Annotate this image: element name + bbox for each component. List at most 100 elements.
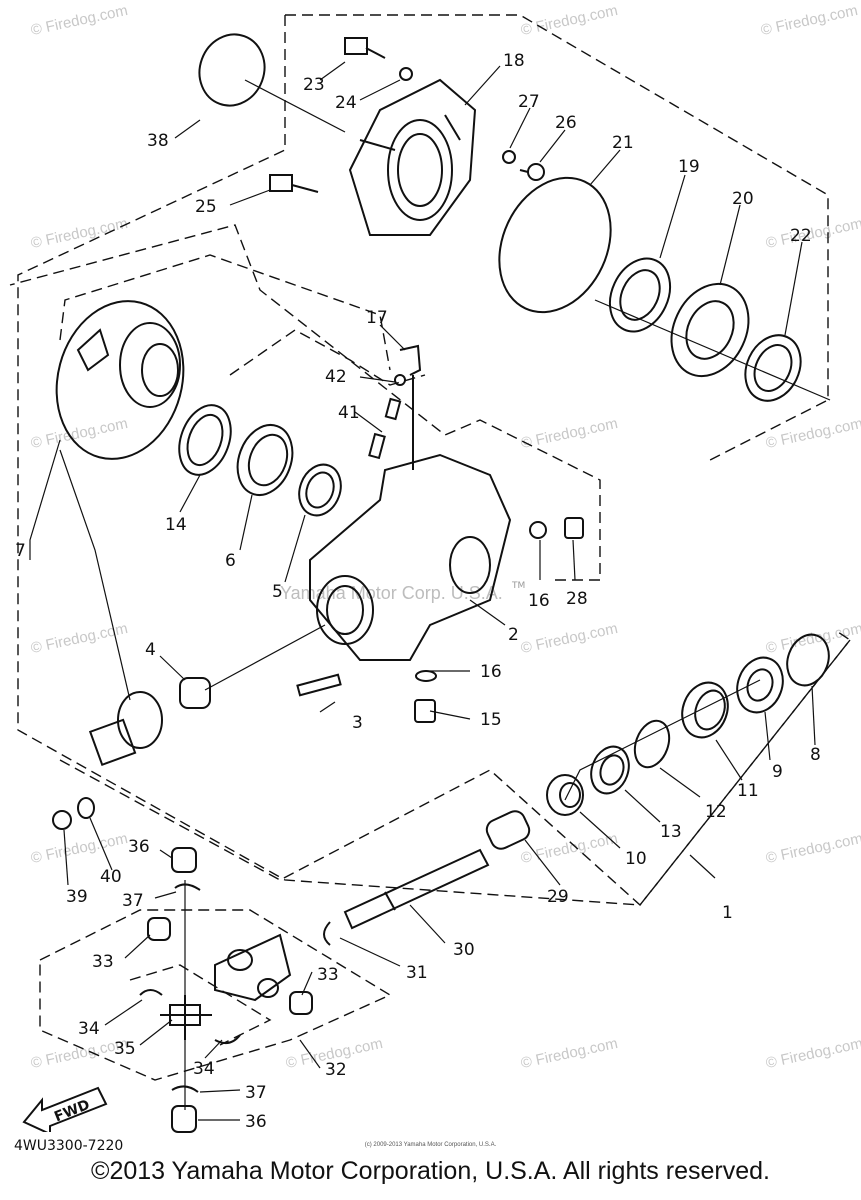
part-26-bolt bbox=[519, 163, 545, 181]
part-36-bearing-cup bbox=[171, 1105, 197, 1133]
part-36-bearing-cup bbox=[171, 847, 197, 873]
callout-39: 39 bbox=[66, 887, 88, 907]
part-12-o-ring bbox=[633, 719, 671, 769]
part-34-circlip bbox=[214, 1034, 241, 1045]
part-15-bolt bbox=[414, 699, 436, 723]
part-10-bearing bbox=[546, 774, 584, 816]
part-17-breather bbox=[399, 344, 422, 470]
callout-36: 36 bbox=[245, 1112, 267, 1132]
part-33-bearing bbox=[147, 917, 171, 941]
callout-37: 37 bbox=[122, 891, 144, 911]
part-4-bearing bbox=[179, 677, 211, 709]
callout-17: 17 bbox=[366, 308, 388, 328]
part-22-seal bbox=[744, 334, 802, 402]
callout-34: 34 bbox=[78, 1019, 100, 1039]
callout-1: 1 bbox=[722, 903, 733, 923]
small-copyright: (c) 2009-2013 Yamaha Motor Corporation, … bbox=[364, 1142, 497, 1148]
callout-31: 31 bbox=[406, 963, 428, 983]
callout-20: 20 bbox=[732, 189, 754, 209]
callout-37: 37 bbox=[245, 1083, 267, 1103]
part-29-bearing bbox=[485, 810, 531, 850]
part-41-pin bbox=[368, 397, 402, 460]
part-37-circlip bbox=[174, 883, 201, 891]
callout-33: 33 bbox=[92, 952, 114, 972]
part-30-drive-shaft bbox=[343, 848, 490, 930]
callout-40: 40 bbox=[100, 867, 122, 887]
part-7-pinion-gear bbox=[88, 691, 163, 767]
callout-7: 7 bbox=[15, 541, 26, 561]
callout-10: 10 bbox=[625, 849, 647, 869]
callout-27: 27 bbox=[518, 92, 540, 112]
part-5-seal bbox=[298, 463, 342, 517]
part-32-yoke bbox=[214, 933, 292, 1002]
callout-18: 18 bbox=[503, 51, 525, 71]
part-21-o-ring bbox=[498, 176, 612, 314]
part-33-bearing bbox=[289, 991, 313, 1015]
callout-8: 8 bbox=[810, 745, 821, 765]
part-24-washer bbox=[399, 67, 413, 81]
group-outline-gear bbox=[59, 254, 391, 371]
part-20-bearing bbox=[670, 282, 750, 378]
callout-13: 13 bbox=[660, 822, 682, 842]
part-3-stud bbox=[296, 673, 342, 697]
part-34-circlip bbox=[139, 989, 163, 996]
group-outline-1 bbox=[9, 224, 601, 581]
callout-19: 19 bbox=[678, 157, 700, 177]
part-42-clip bbox=[394, 374, 406, 386]
part-9-bearing bbox=[736, 656, 784, 714]
group-outline-1b bbox=[59, 639, 851, 907]
copyright-notice: ©2013 Yamaha Motor Corporation, U.S.A. A… bbox=[91, 1157, 770, 1185]
callout-14: 14 bbox=[165, 515, 187, 535]
callout-36: 36 bbox=[128, 837, 150, 857]
group-outline-top-left bbox=[17, 15, 852, 906]
group-outline-top bbox=[285, 14, 829, 461]
callout-28: 28 bbox=[566, 589, 588, 609]
callout-35: 35 bbox=[114, 1039, 136, 1059]
part-8-o-ring bbox=[786, 633, 830, 687]
callout-33: 33 bbox=[317, 965, 339, 985]
part-23-bolt bbox=[344, 37, 386, 59]
callout-34: 34 bbox=[193, 1059, 215, 1079]
part-13-collar bbox=[590, 745, 630, 795]
callout-26: 26 bbox=[555, 113, 577, 133]
callout-11: 11 bbox=[737, 781, 759, 801]
callout-3: 3 bbox=[352, 713, 363, 733]
callout-4: 4 bbox=[145, 640, 156, 660]
part-35-spider bbox=[160, 995, 212, 1040]
callout-32: 32 bbox=[325, 1060, 347, 1080]
part-16-washer bbox=[415, 670, 437, 682]
part-7-ring-gear bbox=[55, 300, 185, 460]
part-14-shim bbox=[178, 404, 232, 476]
callout-22: 22 bbox=[790, 226, 812, 246]
callout-5: 5 bbox=[272, 582, 283, 602]
callout-12: 12 bbox=[705, 802, 727, 822]
callout-38: 38 bbox=[147, 131, 169, 151]
leader-lines bbox=[63, 61, 816, 1121]
callout-23: 23 bbox=[303, 75, 325, 95]
callout-41: 41 bbox=[338, 403, 360, 423]
callout-24: 24 bbox=[335, 93, 357, 113]
part-6-bearing bbox=[236, 424, 294, 496]
part-11-ring-nut bbox=[681, 681, 729, 739]
callout-15: 15 bbox=[480, 710, 502, 730]
part-18-bearing-housing bbox=[348, 78, 477, 236]
part-39-nut bbox=[52, 810, 72, 830]
callout-6: 6 bbox=[225, 551, 236, 571]
callout-29: 29 bbox=[547, 887, 569, 907]
part-31-circlip bbox=[323, 921, 331, 946]
callout-42: 42 bbox=[325, 367, 347, 387]
callout-30: 30 bbox=[453, 940, 475, 960]
part-27-washer bbox=[502, 150, 516, 164]
part-16-washer bbox=[529, 521, 547, 539]
part-40-washer bbox=[77, 797, 95, 819]
group-outline-32 bbox=[39, 909, 392, 1081]
part-38-o-ring bbox=[198, 33, 266, 107]
callout-25: 25 bbox=[195, 197, 217, 217]
callout-16: 16 bbox=[480, 662, 502, 682]
center-watermark: Yamaha Motor Corp. U.S.A. bbox=[280, 583, 503, 603]
part-19-seal bbox=[608, 257, 672, 333]
group-outline-pins bbox=[229, 329, 426, 386]
forward-arrow-icon: FWD bbox=[22, 1086, 108, 1132]
callout-16: 16 bbox=[528, 591, 550, 611]
callout-9: 9 bbox=[772, 762, 783, 782]
